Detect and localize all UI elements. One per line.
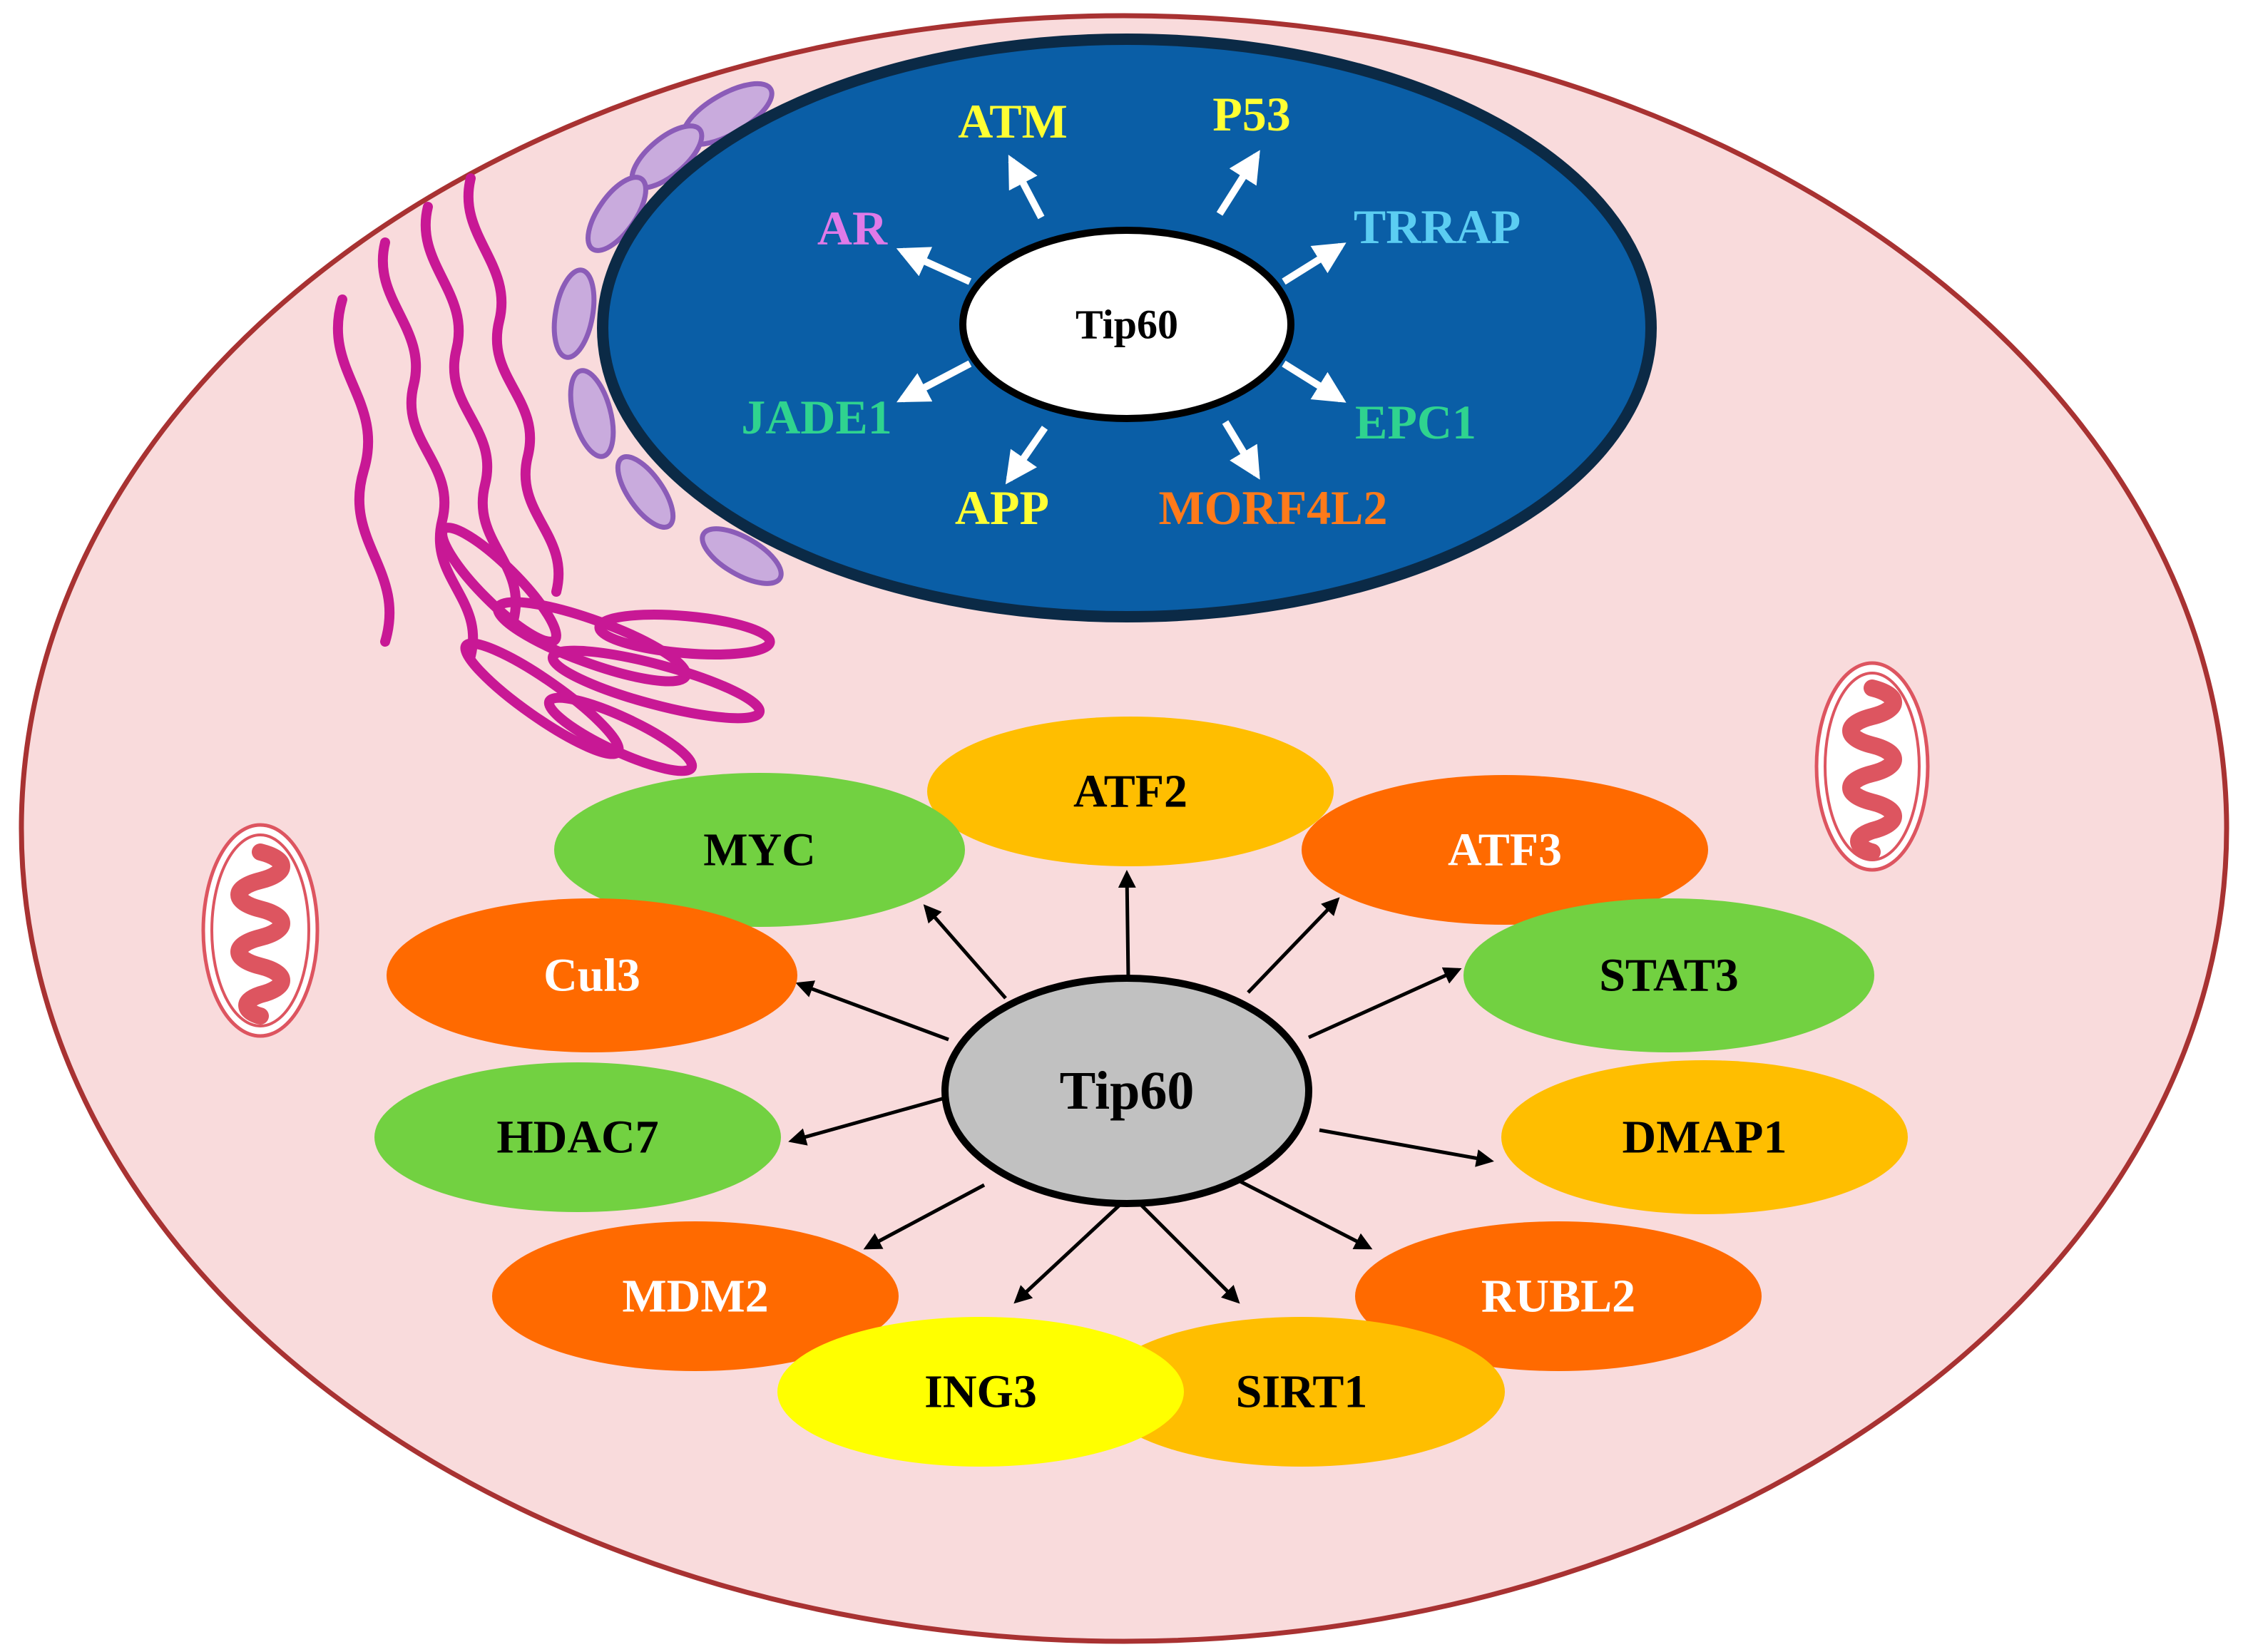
cytoplasm-arrow (1118, 870, 1136, 979)
cytoplasm-label-ing3: ING3 (924, 1366, 1037, 1418)
cytoplasm-node-dmap1: DMAP1 (1501, 1060, 1908, 1214)
nucleus-arrow (1222, 420, 1260, 480)
cytoplasm-node-atf3: ATF3 (1302, 775, 1708, 925)
endoplasmic-reticulum (551, 81, 784, 586)
cytoplasm-arrow (863, 1183, 986, 1250)
cytoplasm-node-atf2: ATF2 (927, 717, 1334, 866)
cytoplasm-arrow (923, 904, 1007, 1000)
cytoplasm-node-rubl2: RUBL2 (1355, 1221, 1762, 1371)
nucleus-arrow (1282, 360, 1347, 403)
cytoplasm-arrow (788, 1096, 946, 1146)
cytoplasm-arrow (795, 980, 949, 1042)
cytoplasm-node-sirt1: SIRT1 (1098, 1317, 1505, 1467)
cytoplasm-label-mdm2: MDM2 (622, 1271, 768, 1323)
cytoplasm-node-stat3: STAT3 (1463, 898, 1874, 1052)
cytoplasm-label-rubl2: RUBL2 (1481, 1271, 1635, 1323)
nucleus-hub-label: Tip60 (1076, 302, 1178, 348)
cytoplasm-arrow (1247, 897, 1340, 994)
nucleus-target-ar: AR (817, 201, 888, 255)
nucleus-arrows (896, 150, 1347, 485)
cytoplasm-node-mdm2: MDM2 (492, 1221, 899, 1371)
cytoplasm-label-dmap1: DMAP1 (1623, 1112, 1787, 1164)
nucleus-arrow (896, 360, 972, 403)
cytoplasm-arrow (1319, 1128, 1494, 1167)
nucleus-arrow (1216, 150, 1260, 216)
cytoplasm-label-atf2: ATF2 (1073, 766, 1187, 818)
cytoplasm-label-stat3: STAT3 (1599, 950, 1739, 1002)
cytoplasm-arrow (1236, 1178, 1373, 1250)
cytoplasm-label-atf3: ATF3 (1448, 824, 1562, 876)
mitochondrion-right (1814, 661, 1930, 872)
cytoplasm-label-hdac7: HDAC7 (496, 1112, 658, 1164)
cytoplasm-arrow (1140, 1204, 1240, 1304)
cytoplasm-arrow (1013, 1204, 1121, 1304)
nucleus-target-trrap: TRRAP (1354, 200, 1521, 254)
golgi-apparatus (332, 173, 775, 776)
nucleus-target-jade1: JADE1 (741, 390, 892, 444)
cytoplasm-node-hdac7: HDAC7 (374, 1062, 781, 1212)
nucleus-target-p53: P53 (1212, 87, 1291, 141)
nucleus-target-epc1: EPC1 (1355, 395, 1476, 449)
cytoplasm-label-cul3: Cul3 (543, 950, 640, 1002)
nucleus-target-app: APP (955, 481, 1049, 535)
nucleus-target-morf4l2: MORF4L2 (1158, 481, 1387, 535)
cytoplasm-node-ing3: ING3 (777, 1317, 1184, 1467)
cytoplasm-node-cul3: Cul3 (387, 898, 797, 1052)
nucleus-targets: ATM P53 TRRAP AR JADE1 EPC1 APP MORF4L2 (741, 87, 1521, 535)
cytoplasm-targets: ATF2 MYC ATF3 Cul3 STAT3 HDAC7 DMAP1 MD (374, 717, 1908, 1467)
cytoplasm-hub-node (941, 975, 1312, 1207)
nucleus-arrow (896, 247, 972, 285)
cytoplasm-label-sirt1: SIRT1 (1236, 1366, 1368, 1418)
mitochondrion-left (201, 823, 320, 1038)
cytoplasm-hub-label: Tip60 (1060, 1061, 1195, 1121)
nucleus-hub-node (959, 227, 1294, 422)
cytoplasm-arrow (1307, 967, 1462, 1040)
cytoplasm-node-myc: MYC (554, 773, 965, 927)
nucleus-arrow (1005, 426, 1048, 485)
nucleus-arrow (1008, 155, 1045, 220)
cytoplasm-arrows (788, 870, 1494, 1304)
nucleus-arrow (1282, 242, 1347, 285)
cytoplasm-label-myc: MYC (703, 824, 816, 876)
nucleus-target-atm: ATM (958, 94, 1068, 148)
